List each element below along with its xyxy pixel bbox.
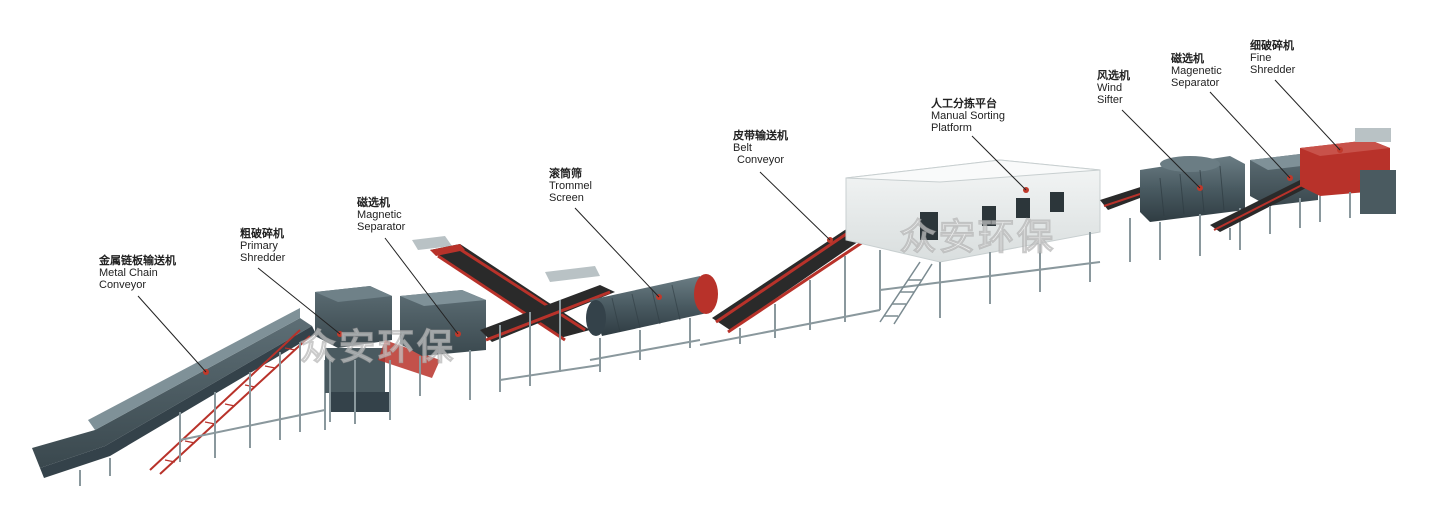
label-metal-chain-conveyor: 金属链板输送机 Metal Chain Conveyor [99, 254, 176, 292]
fine-shredder [1300, 128, 1396, 222]
magnetic-separator-1 [400, 236, 615, 400]
label-manual-sorting-platform: 人工分拣平台 Manual Sorting Platform [931, 97, 1005, 135]
trommel-screen [586, 274, 718, 372]
label-belt-conveyor: 皮带输送机 Belt Conveyor [733, 129, 788, 167]
label-wind-sifter: 风选机 Wind Sifter [1097, 69, 1130, 107]
label-fine-shredder: 细破碎机 Fine Shredder [1250, 39, 1296, 77]
watermark-left: 众安环保 [299, 327, 457, 369]
leader-lines [137, 79, 1341, 373]
watermark-right: 众安环保 [899, 217, 1057, 259]
label-primary-shredder: 粗破碎机 Primary Shredder [240, 227, 286, 265]
belt-conveyor [699, 220, 881, 346]
label-trommel-screen: 滚筒筛 Trommel Screen [549, 167, 592, 205]
manual-sorting-platform [845, 159, 1101, 325]
metal-chain-conveyor [32, 308, 326, 486]
primary-shredder [315, 286, 440, 424]
label-magnetic-separator-1: 磁选机 Magnetic Separator [357, 196, 406, 234]
label-magnetic-separator-2: 磁选机 Magenetic Separator [1171, 52, 1222, 90]
wind-sifter [1100, 156, 1245, 262]
